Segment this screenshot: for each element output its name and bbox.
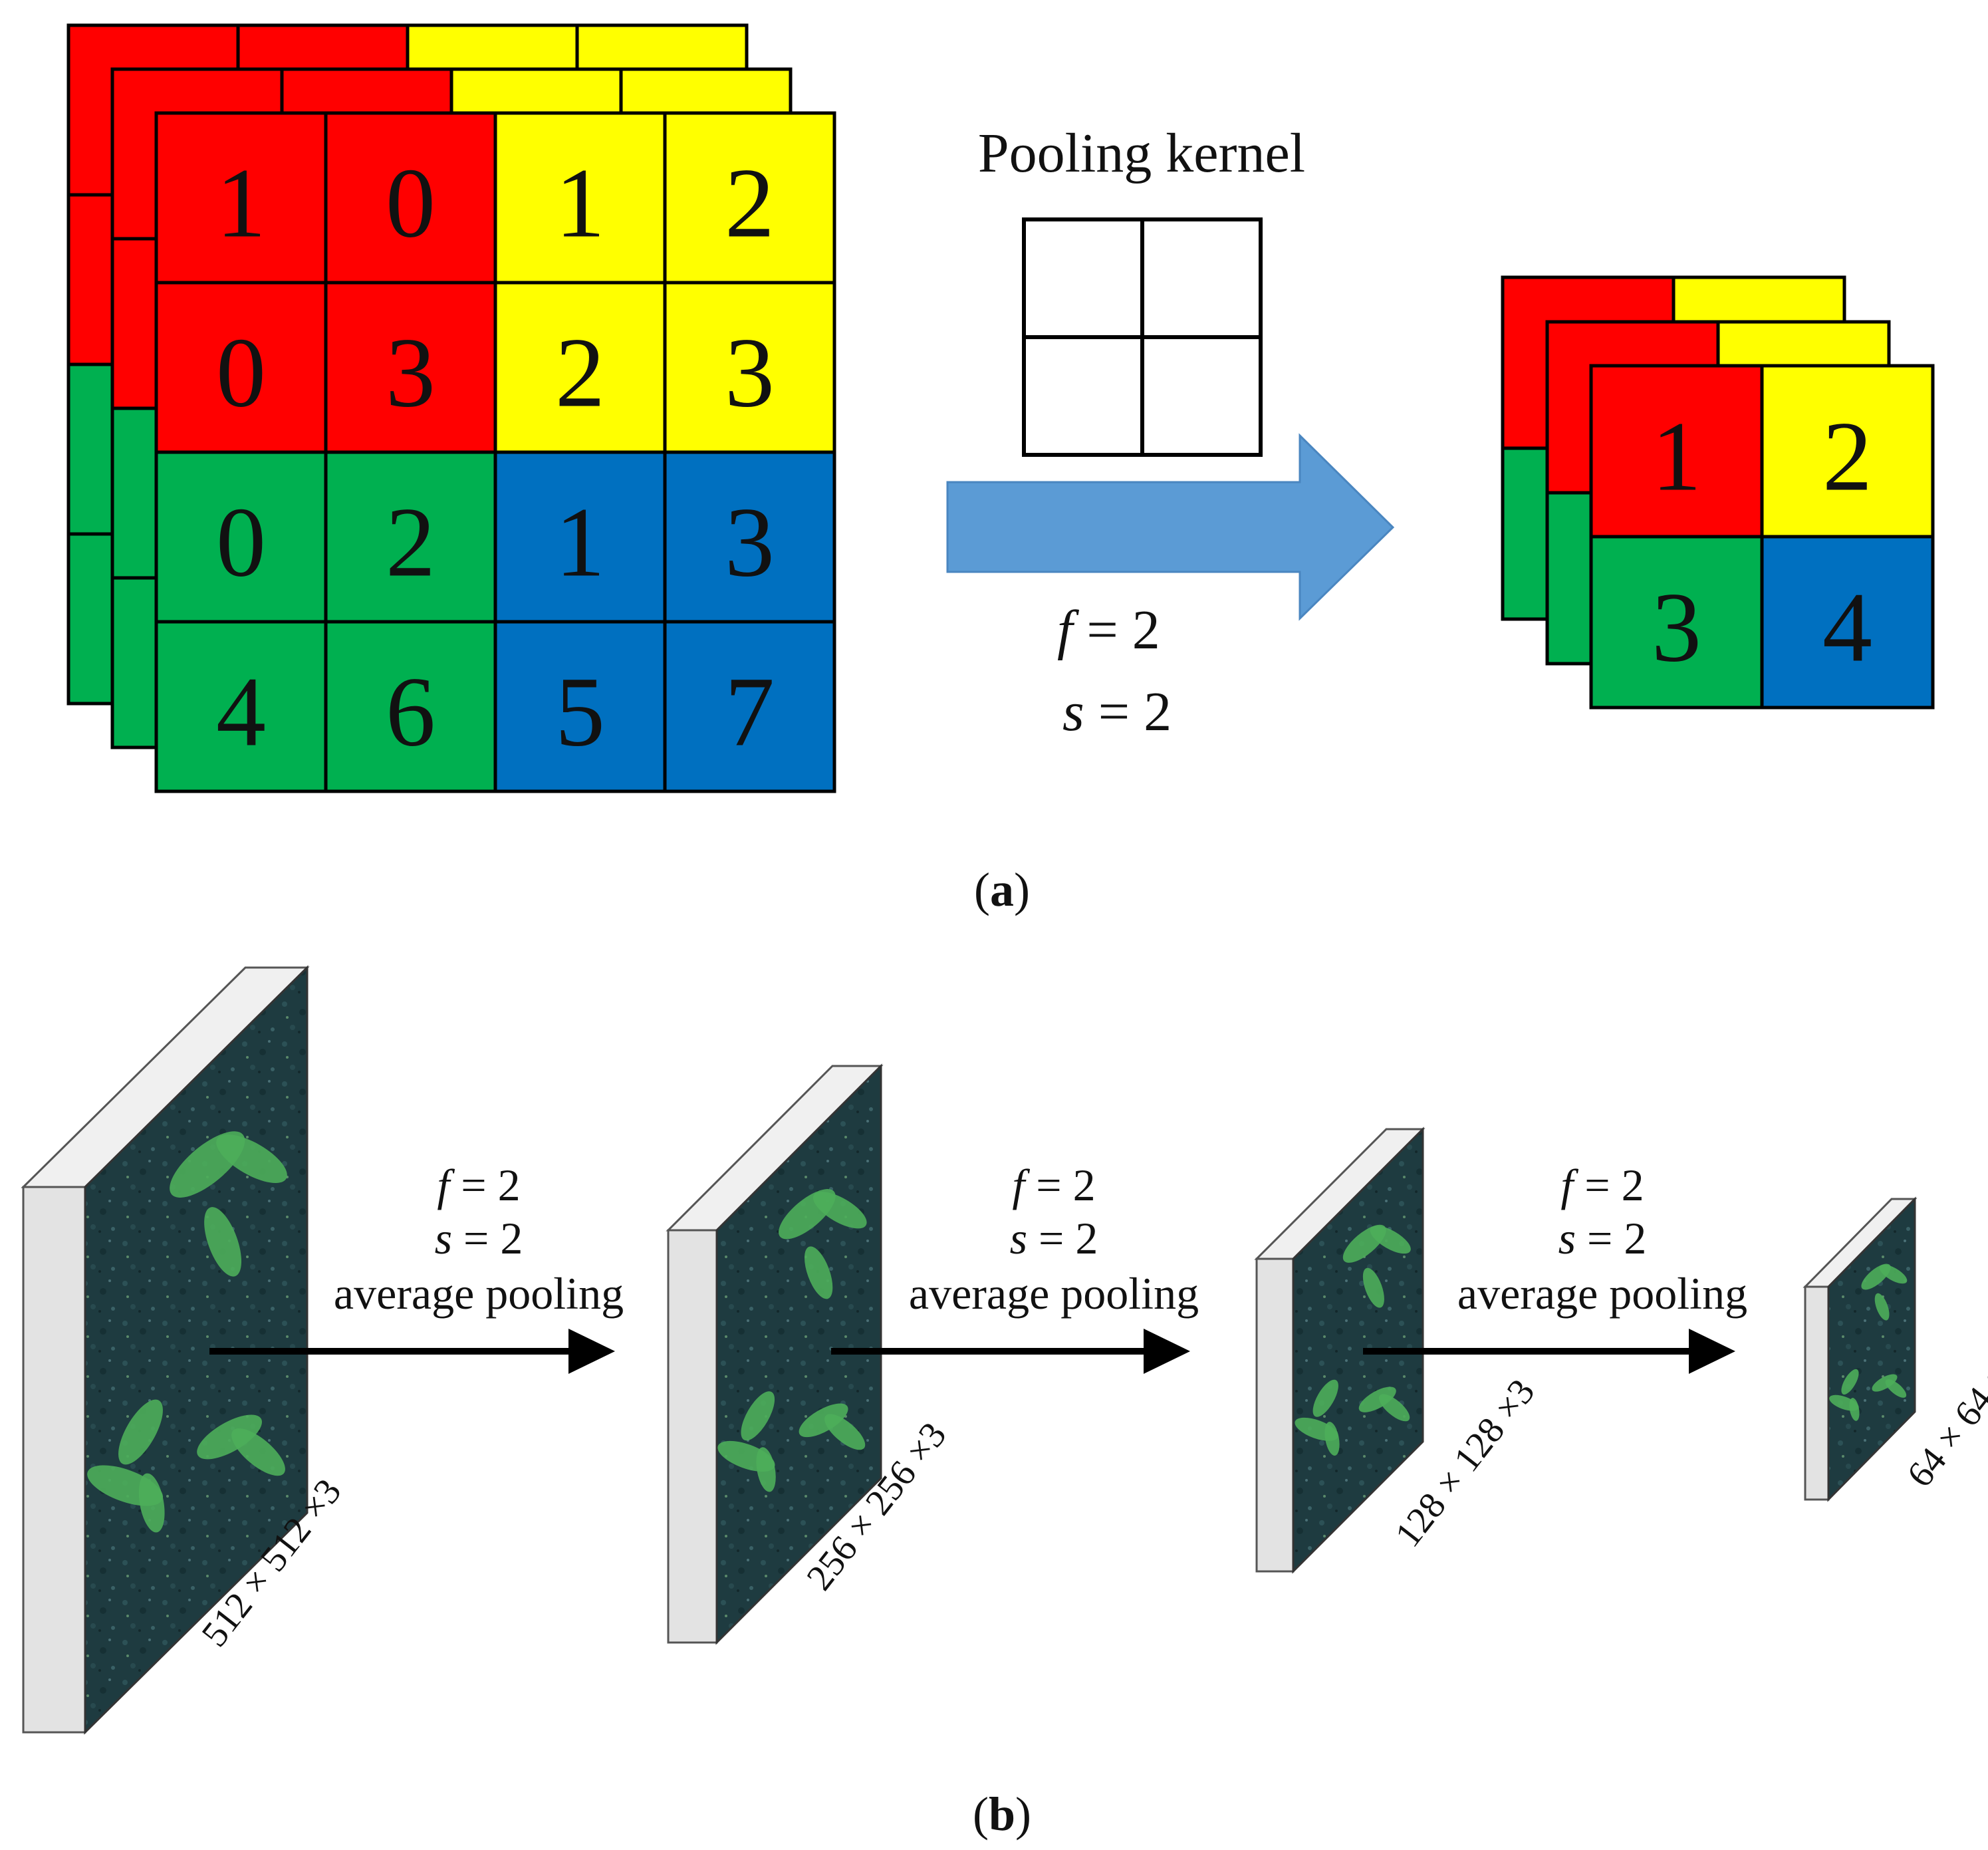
arrow-right-icon bbox=[1144, 1329, 1190, 1374]
leaf-shape bbox=[1849, 1398, 1860, 1421]
input-cell-value: 3 bbox=[725, 487, 775, 598]
param-s: s = 2 bbox=[1062, 681, 1172, 743]
leaf-shape bbox=[1312, 1379, 1338, 1417]
leaf-shape bbox=[1874, 1293, 1890, 1321]
input-cell bbox=[663, 281, 836, 454]
step-param-s: s = 2 bbox=[1558, 1213, 1647, 1263]
output-cell-value: 2 bbox=[1822, 402, 1872, 512]
leaf-shape bbox=[1872, 1374, 1898, 1392]
step-operation: average pooling bbox=[334, 1268, 624, 1319]
input-cell bbox=[493, 281, 667, 454]
input-cell-value: 0 bbox=[386, 148, 435, 259]
input-cell-value: 5 bbox=[555, 657, 605, 767]
slab-side bbox=[667, 1229, 718, 1644]
leaf-shape bbox=[805, 1246, 833, 1299]
caption-b: (b) bbox=[973, 1787, 1031, 1841]
input-cell bbox=[493, 620, 667, 793]
pooling-kernel-label: Pooling kernel bbox=[978, 122, 1305, 184]
leaf-shape bbox=[812, 1192, 867, 1229]
leaf-shape bbox=[138, 1473, 165, 1533]
pooling-kernel-grid bbox=[1022, 217, 1263, 457]
leaf-shape bbox=[1378, 1394, 1410, 1422]
feature-map-1: 512 × 512 ×3 bbox=[21, 965, 350, 1735]
caption-a: (a) bbox=[974, 863, 1030, 916]
input-cell-value: 2 bbox=[725, 148, 775, 259]
param-f: f = 2 bbox=[1057, 599, 1160, 661]
input-cell-value: 0 bbox=[216, 487, 266, 598]
pooling-arrow-icon bbox=[946, 433, 1395, 621]
input-cell-value: 4 bbox=[216, 657, 266, 767]
input-cell-value: 1 bbox=[555, 487, 605, 598]
leaf-shape bbox=[1362, 1267, 1384, 1308]
input-cell-value: 2 bbox=[386, 487, 435, 598]
input-cell-value: 1 bbox=[555, 148, 605, 259]
input-cell-value: 3 bbox=[386, 318, 435, 428]
panel-a: 1 0 1 2 0 3 2 3 0 2 1 3 4 6 5 7 Pooling kernel f = 2 s … bbox=[66, 23, 1935, 916]
leaf-shape bbox=[741, 1391, 775, 1441]
output-cell bbox=[1760, 364, 1935, 539]
input-cell bbox=[663, 620, 836, 793]
input-cell-value: 7 bbox=[725, 657, 775, 767]
input-cell bbox=[154, 620, 328, 793]
leaf-shape bbox=[824, 1414, 866, 1450]
output-cell bbox=[1589, 535, 1764, 710]
step-operation: average pooling bbox=[1457, 1268, 1747, 1319]
leaf-shape bbox=[197, 1414, 262, 1460]
slab-side bbox=[22, 1186, 86, 1734]
input-cell bbox=[154, 281, 328, 454]
step-param-f: f = 2 bbox=[437, 1160, 520, 1210]
input-cell-value: 3 bbox=[725, 318, 775, 428]
leaf-shape bbox=[1370, 1226, 1411, 1254]
input-cell-value: 6 bbox=[386, 657, 435, 767]
leaf-shape bbox=[216, 1134, 287, 1183]
step-param-s: s = 2 bbox=[1010, 1213, 1098, 1263]
slab-side bbox=[1255, 1257, 1295, 1573]
output-cell-value: 1 bbox=[1652, 402, 1701, 512]
step-param-f: f = 2 bbox=[1560, 1160, 1644, 1210]
feature-map-4: 64 × 64 ×3 bbox=[1802, 1196, 1988, 1502]
input-cell bbox=[324, 450, 497, 624]
leaf-shape bbox=[1324, 1422, 1340, 1456]
leaf-shape bbox=[118, 1399, 163, 1465]
input-cell bbox=[324, 620, 497, 793]
output-cell-value: 3 bbox=[1652, 573, 1701, 683]
input-cell bbox=[493, 450, 667, 624]
arrow-right-icon bbox=[568, 1329, 615, 1374]
input-cell bbox=[663, 450, 836, 624]
leaf-shape bbox=[1358, 1387, 1396, 1412]
input-cell bbox=[663, 111, 836, 285]
leaf-shape bbox=[204, 1207, 242, 1277]
leaf-shape bbox=[756, 1447, 776, 1492]
step-param-s: s = 2 bbox=[435, 1213, 523, 1263]
output-cell-value: 4 bbox=[1822, 573, 1872, 683]
arrow-right-icon bbox=[1689, 1329, 1735, 1374]
output-matrix: 1 2 3 4 bbox=[1589, 364, 1935, 710]
field-image bbox=[1827, 1196, 1916, 1502]
step-operation: average pooling bbox=[909, 1268, 1199, 1319]
slab-side bbox=[1804, 1285, 1830, 1501]
leaf-shape bbox=[231, 1428, 285, 1476]
leaf-shape bbox=[1885, 1379, 1907, 1398]
input-cell-value: 2 bbox=[555, 318, 605, 428]
step-param-f: f = 2 bbox=[1012, 1160, 1095, 1210]
leaf-shape bbox=[799, 1403, 848, 1438]
output-cell bbox=[1760, 535, 1935, 710]
leaf-shape bbox=[1841, 1369, 1859, 1395]
leaf-shape bbox=[1879, 1264, 1908, 1284]
input-matrix: 1 0 1 2 0 3 2 3 0 2 1 3 4 6 5 7 bbox=[154, 111, 836, 793]
input-cell-value: 0 bbox=[216, 318, 266, 428]
input-cell-value: 1 bbox=[216, 148, 266, 259]
